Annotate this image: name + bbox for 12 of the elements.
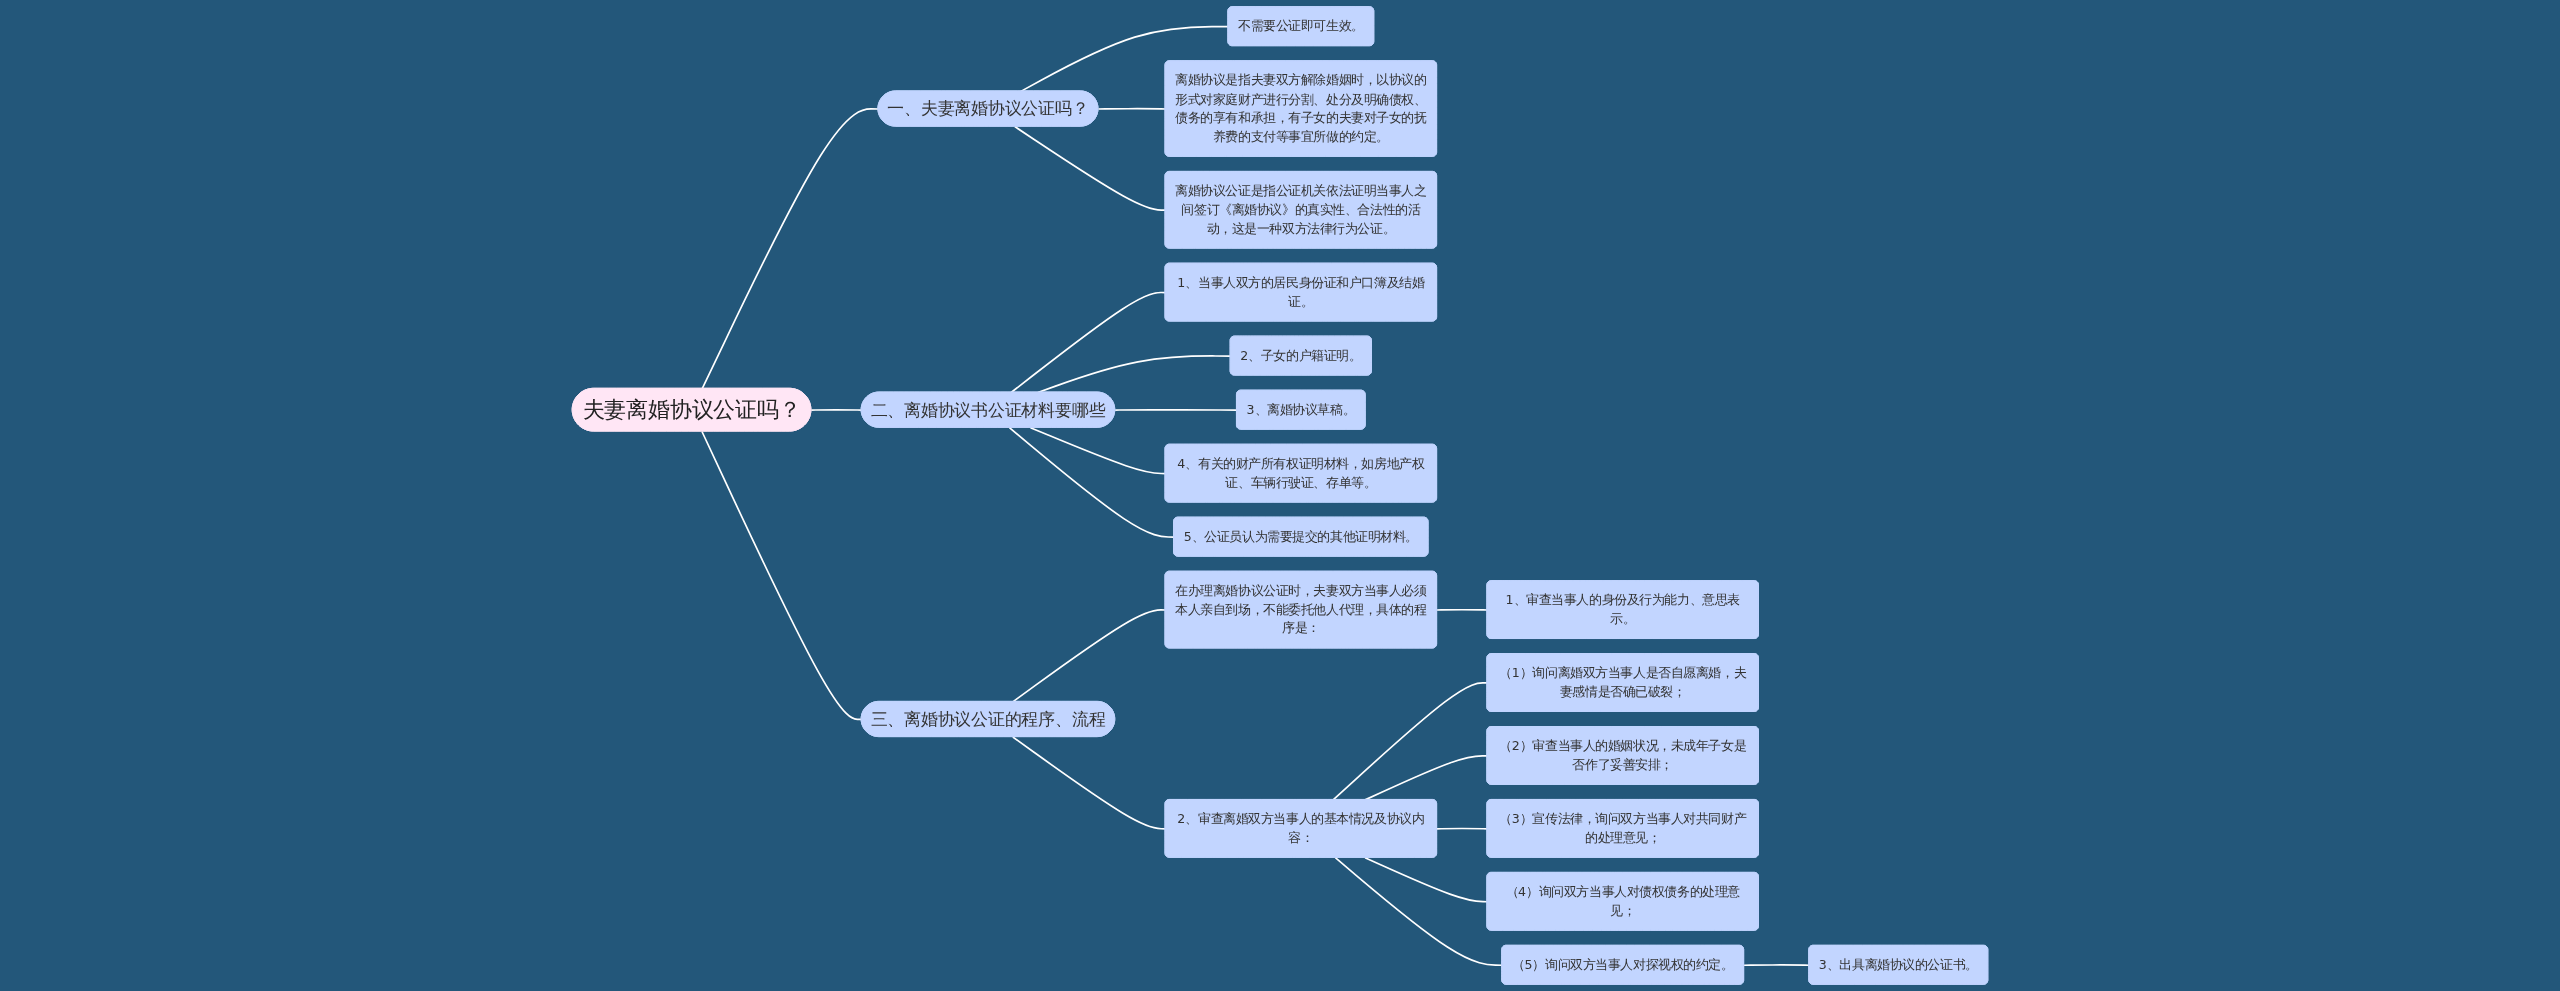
connector — [1334, 856, 1503, 967]
connector — [1013, 125, 1167, 212]
connector — [810, 409, 863, 411]
connector — [701, 108, 880, 390]
connector — [1010, 291, 1167, 394]
connector — [1029, 426, 1167, 475]
connector — [1114, 409, 1238, 411]
connector — [701, 430, 863, 721]
connector — [1097, 107, 1167, 110]
connector — [1008, 426, 1175, 538]
connector — [1012, 609, 1167, 703]
connector — [1012, 736, 1167, 830]
